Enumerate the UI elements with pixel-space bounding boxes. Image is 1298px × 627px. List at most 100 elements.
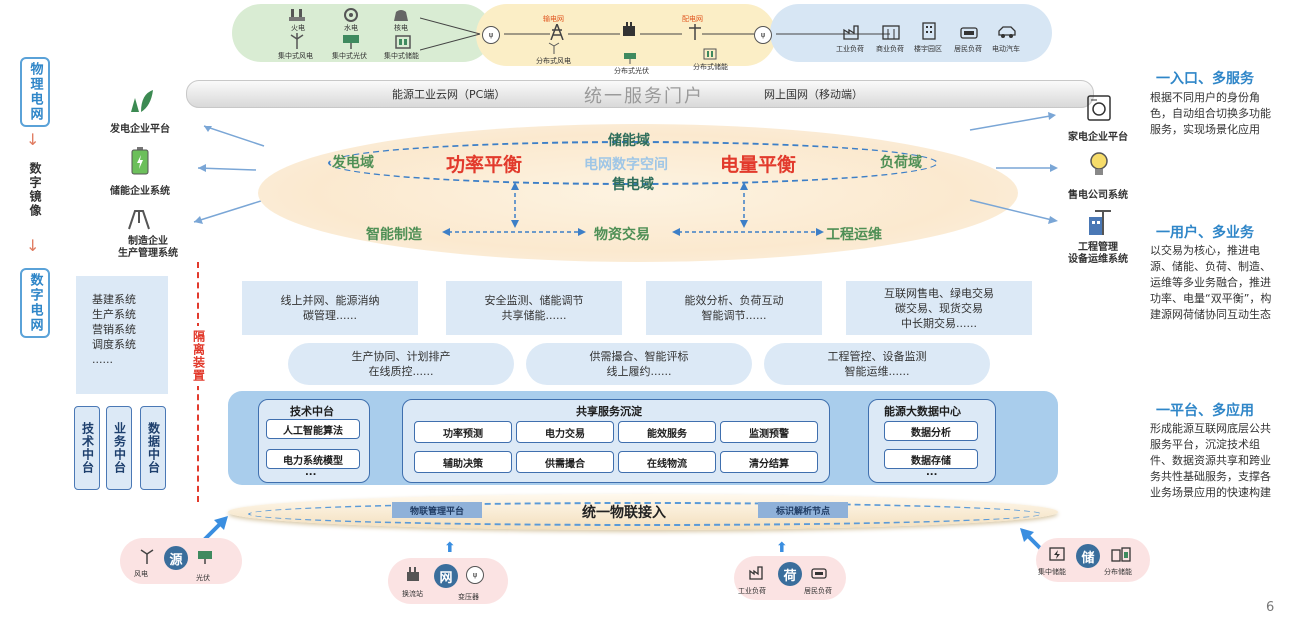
- wind-turbine-icon: [138, 548, 156, 564]
- tech-middle-tag: 技术中台: [74, 406, 100, 490]
- isolation-device: 隔离装置: [186, 326, 210, 386]
- gen-label: 集中式风电: [278, 52, 313, 60]
- nuclear-power-icon: [390, 8, 412, 22]
- entity-label: 风电: [134, 570, 148, 578]
- right-system-label[interactable]: 工程管理 设备运维系统: [1068, 242, 1128, 265]
- left-system-label[interactable]: 发电企业平台: [110, 124, 170, 135]
- wind-farm-icon: [286, 33, 308, 49]
- unified-service-portal[interactable]: [186, 80, 1094, 108]
- service-pill[interactable]: 工程管控、设备监测 智能运维......: [764, 343, 990, 385]
- transformer-icon: ψ: [754, 26, 772, 44]
- service-pill[interactable]: 供需撮合、智能评标 线上履约......: [526, 343, 752, 385]
- central-storage-icon: [1048, 546, 1066, 562]
- right-heading: 一用户、多业务: [1156, 225, 1254, 241]
- washing-machine-icon: [1086, 94, 1112, 122]
- service-chip[interactable]: 供需撮合: [516, 451, 614, 473]
- grid-label: 配电网: [682, 15, 703, 23]
- right-body: 以交易为核心，推进电源、储能、负荷、制造、运维等多业务融合，推进功率、电量“双平…: [1150, 244, 1272, 321]
- ai-algorithm-chip[interactable]: 人工智能算法: [266, 419, 360, 439]
- grid-label: 分布式储能: [693, 63, 728, 71]
- grid-label: 分布式光伏: [614, 67, 649, 75]
- right-arrows: [969, 112, 1058, 224]
- load-label: 商业负荷: [876, 45, 904, 53]
- portal-pc-label[interactable]: 能源工业云网（PC端）: [392, 88, 506, 101]
- load-band: [770, 4, 1052, 62]
- identifier-node-tag[interactable]: 标识解析节点: [758, 502, 848, 518]
- construction-crane-icon: [1084, 208, 1114, 238]
- portal-title: 统一服务门户: [584, 86, 704, 107]
- gen-label: 火电: [291, 24, 305, 32]
- iot-ring: [248, 502, 1042, 526]
- gen-label: 集中式储能: [384, 52, 419, 60]
- service-chip[interactable]: 电力交易: [516, 421, 614, 443]
- service-chip[interactable]: 功率预测: [414, 421, 512, 443]
- retail-domain[interactable]: 售电域: [612, 177, 654, 193]
- entity-label: 换流站: [402, 590, 423, 598]
- business-middle-tag: 业务中台: [106, 406, 132, 490]
- service-chip[interactable]: 能效服务: [618, 421, 716, 443]
- right-heading: 一入口、多服务: [1156, 71, 1254, 87]
- entity-label: 集中储能: [1038, 568, 1066, 576]
- digital-grid-label: 数字电网: [27, 273, 43, 333]
- right-system-label[interactable]: 售电公司系统: [1068, 190, 1128, 201]
- power-model-chip[interactable]: 电力系统模型: [266, 449, 360, 469]
- left-system-label[interactable]: 制造企业 生产管理系统: [118, 236, 178, 259]
- service-pill[interactable]: 生产协同、计划排产 在线质控......: [288, 343, 514, 385]
- power-plant-leaf-icon: [126, 86, 156, 114]
- data-analysis-chip[interactable]: 数据分析: [884, 421, 978, 441]
- left-system-label[interactable]: 储能企业系统: [110, 186, 170, 197]
- panel-title: 共享服务沉淀: [576, 405, 642, 418]
- up-arrow-icon: ⬆: [444, 540, 456, 556]
- legacy-systems-list: 基建系统 生产系统 营销系统 调度系统 ......: [92, 293, 136, 366]
- load-domain[interactable]: 负荷域: [880, 155, 922, 171]
- service-chip[interactable]: 辅助决策: [414, 451, 512, 473]
- service-box[interactable]: 互联网售电、绿电交易 碳交易、现货交易 中长期交易......: [846, 281, 1032, 335]
- entity-label: 光伏: [196, 574, 210, 582]
- load-label: 电动汽车: [992, 45, 1020, 53]
- light-bulb-icon: [1086, 150, 1112, 180]
- tag-label: 数据中台: [146, 422, 161, 474]
- service-chip[interactable]: 监测预警: [720, 421, 818, 443]
- more-dots: ...: [305, 467, 317, 478]
- right-body: 形成能源互联网底层公共服务平台，沉淀技术组件、数据资源共享和跨业务共性基础服务，…: [1150, 422, 1271, 499]
- iot-management-tag[interactable]: 物联管理平台: [392, 502, 482, 518]
- distributed-wind-icon: [546, 42, 562, 54]
- diagonal-up-arrow-icon: [202, 516, 228, 542]
- right-system-label[interactable]: 家电企业平台: [1068, 132, 1128, 143]
- service-box[interactable]: 安全监测、储能调节 共享储能......: [446, 281, 622, 335]
- factory-icon: [842, 22, 864, 40]
- gen-label: 水电: [344, 24, 358, 32]
- tech-center-panel: [258, 399, 370, 483]
- energy-bigdata-panel: [868, 399, 996, 483]
- tag-label: 技术中台: [80, 422, 95, 474]
- entity-label: 分布储能: [1104, 568, 1132, 576]
- central-storage-icon: [392, 33, 414, 49]
- storage-domain[interactable]: 储能域: [608, 133, 650, 149]
- tag-label: 业务中台: [112, 422, 127, 474]
- generation-domain[interactable]: 发电域: [332, 155, 374, 171]
- digital-grid-box: 数字电网: [20, 268, 50, 338]
- material-trading[interactable]: 物资交易: [594, 227, 650, 243]
- storage-ball: 储: [1076, 544, 1100, 568]
- manufacturing-robot-icon: [124, 206, 154, 232]
- energy-balance: 电量平衡: [720, 154, 797, 176]
- more-dots: ...: [926, 467, 938, 478]
- load-label: 工业负荷: [836, 45, 864, 53]
- thermal-power-icon: [286, 8, 308, 22]
- up-arrow-icon: ⬆: [776, 540, 788, 556]
- engineering-ops[interactable]: 工程运维: [826, 227, 882, 243]
- service-chip[interactable]: 在线物流: [618, 451, 716, 473]
- smart-manufacturing[interactable]: 智能制造: [366, 227, 422, 243]
- office-building-icon: [918, 22, 940, 40]
- service-box[interactable]: 线上并网、能源消纳 碳管理......: [242, 281, 418, 335]
- service-box[interactable]: 能效分析、负荷互动 智能调节......: [646, 281, 822, 335]
- commercial-building-icon: [880, 22, 902, 40]
- data-storage-chip[interactable]: 数据存储: [884, 449, 978, 469]
- transformer-icon: ψ: [482, 26, 500, 44]
- digital-mirror-label: 数字镜像: [28, 162, 42, 218]
- portal-mobile-label[interactable]: 网上国网（移动端）: [764, 88, 863, 101]
- source-ball: 源: [164, 546, 188, 570]
- factory-icon: [748, 564, 766, 580]
- hydro-power-icon: [340, 8, 362, 22]
- service-chip[interactable]: 清分结算: [720, 451, 818, 473]
